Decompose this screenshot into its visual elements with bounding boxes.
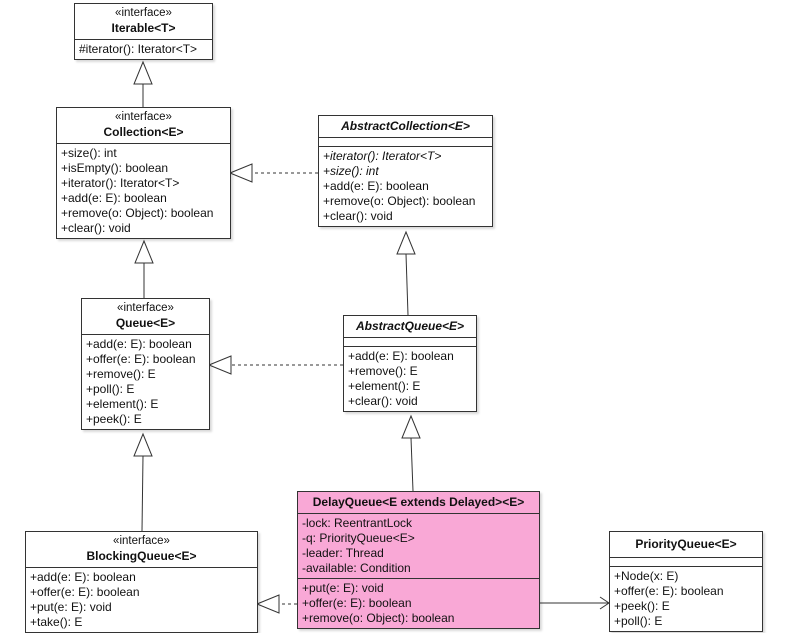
attributes-compartment	[344, 338, 476, 347]
generalization-abstractqueue-abstractcollection	[405, 253, 409, 316]
class-name: AbstractQueue<E>	[355, 319, 465, 333]
method: +size(): int	[323, 164, 379, 178]
method: +element(): E	[86, 397, 159, 411]
method: +put(e: E): void	[30, 600, 112, 614]
class-priority-queue[interactable]: PriorityQueue<E> +Node(x: E) +offer(e: E…	[609, 531, 763, 632]
method: +clear(): void	[61, 221, 131, 235]
attribute: -lock: ReentrantLock	[302, 516, 413, 530]
method: +remove(o: Object): boolean	[61, 206, 214, 220]
generalization-blockingqueue-queue	[141, 455, 144, 532]
attributes-compartment	[319, 138, 492, 147]
generalization-arrowhead	[133, 432, 153, 457]
generalization-arrowhead	[133, 60, 153, 85]
attribute: -available: Condition	[302, 561, 411, 575]
method: +add(e: E): boolean	[348, 349, 454, 363]
class-blocking-queue[interactable]: «interface» BlockingQueue<E> +add(e: E): …	[25, 531, 258, 633]
class-name: AbstractCollection<E>	[341, 119, 470, 133]
generalization-arrowhead	[396, 230, 416, 255]
method: +offer(e: E): boolean	[30, 585, 140, 599]
class-abstract-collection[interactable]: AbstractCollection<E> +iterator(): Itera…	[318, 115, 493, 227]
method: +remove(): E	[348, 364, 418, 378]
method: +peek(): E	[614, 599, 670, 613]
class-name: Queue<E>	[115, 316, 176, 330]
method: +peek(): E	[86, 412, 142, 426]
stereotype: «interface»	[113, 535, 170, 547]
realization-arrowhead	[207, 355, 232, 375]
method: +clear(): void	[348, 394, 418, 408]
method: #iterator(): Iterator<T>	[79, 42, 198, 56]
method: +clear(): void	[323, 209, 393, 223]
method: +put(e: E): void	[302, 581, 384, 595]
class-name: DelayQueue<E extends Delayed><E>	[312, 495, 525, 509]
attributes-compartment	[610, 558, 762, 567]
method: +Node(x: E)	[614, 569, 679, 583]
class-name: PriorityQueue<E>	[635, 537, 737, 551]
class-queue[interactable]: «interface»Queue<E> +add(e: E): boolean …	[81, 298, 210, 430]
class-name: Collection<E>	[103, 125, 184, 139]
stereotype: «interface»	[117, 302, 174, 314]
generalization-arrowhead	[401, 414, 421, 439]
class-delay-queue[interactable]: DelayQueue<E extends Delayed><E> -lock: …	[297, 491, 540, 629]
method: +offer(e: E): boolean	[614, 584, 724, 598]
method: +offer(e: E): boolean	[302, 596, 412, 610]
method: +size(): int	[61, 146, 117, 160]
method: +remove(): E	[86, 367, 156, 381]
class-abstract-queue[interactable]: AbstractQueue<E> +add(e: E): boolean +re…	[343, 315, 477, 412]
generalization-delayqueue-abstractqueue	[410, 437, 414, 492]
method: +add(e: E): boolean	[61, 191, 167, 205]
method: +poll(): E	[614, 614, 663, 628]
attribute: -q: PriorityQueue<E>	[302, 531, 415, 545]
generalization-arrowhead	[134, 239, 154, 264]
method: +iterator(): Iterator<T>	[323, 149, 442, 163]
stereotype: «interface»	[115, 7, 172, 19]
class-name: Iterable<T>	[111, 21, 176, 35]
method: +add(e: E): boolean	[323, 179, 429, 193]
class-iterable[interactable]: «interface» Iterable<T> #iterator(): Iter…	[74, 3, 213, 60]
stereotype: «interface»	[115, 111, 172, 123]
method: +add(e: E): boolean	[86, 337, 192, 351]
attribute: -leader: Thread	[302, 546, 384, 560]
method: +isEmpty(): boolean	[61, 161, 169, 175]
method: +element(): E	[348, 379, 421, 393]
method: +offer(e: E): boolean	[86, 352, 196, 366]
class-collection[interactable]: «interface» Collection<E> +size(): int +i…	[56, 107, 231, 239]
realization-arrowhead	[255, 594, 280, 614]
realization-arrowhead	[228, 163, 253, 183]
method: +add(e: E): boolean	[30, 570, 136, 584]
method: +iterator(): Iterator<T>	[61, 176, 180, 190]
class-name: BlockingQueue<E>	[86, 549, 197, 563]
method: +remove(o: Object): boolean	[323, 194, 476, 208]
method: +remove(o: Object): boolean	[302, 611, 455, 625]
method: +poll(): E	[86, 382, 135, 396]
